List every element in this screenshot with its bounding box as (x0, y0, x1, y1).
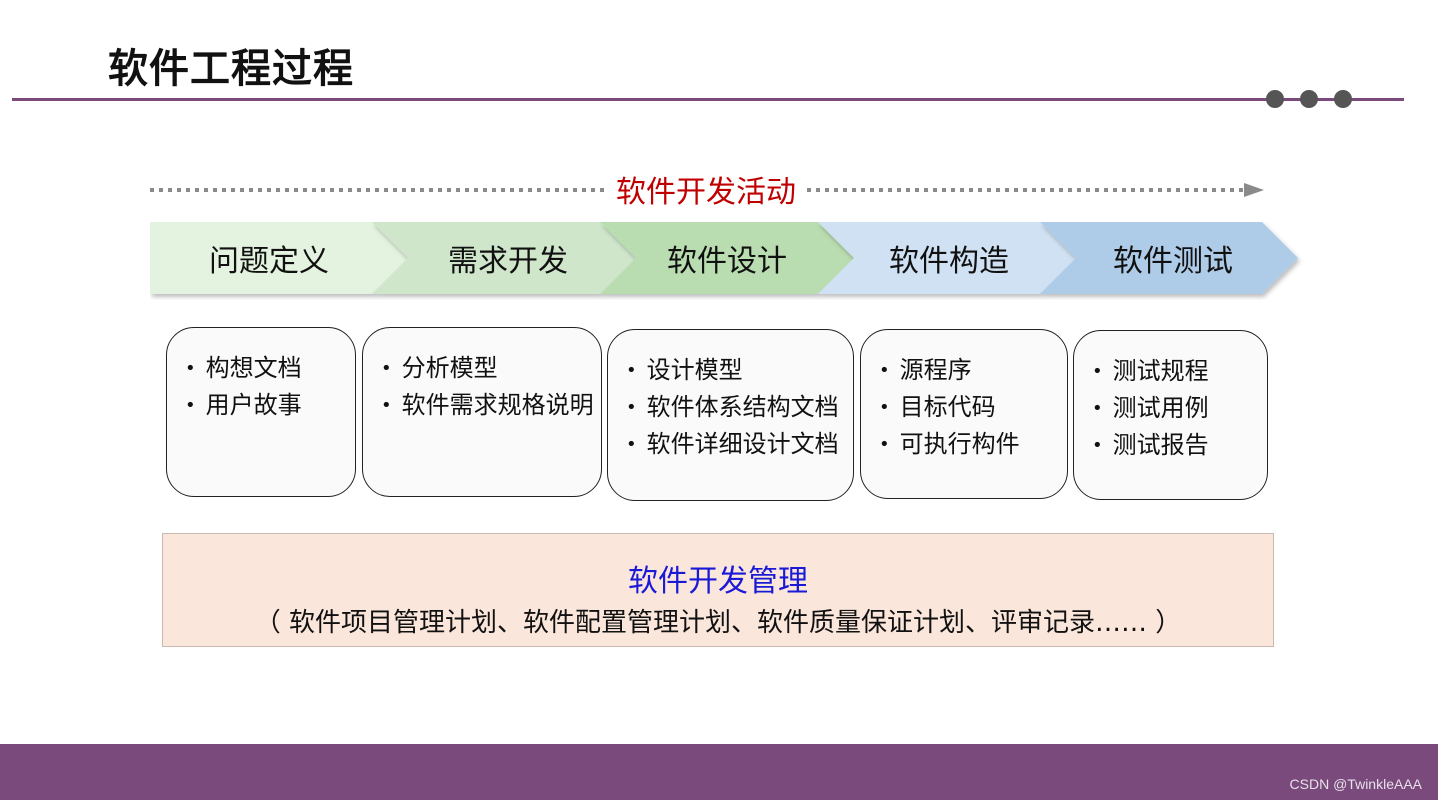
chevron-stage-requirements (372, 222, 636, 294)
artifact-item: 设计模型 (626, 352, 843, 389)
stage-label-construction: 软件构造 (889, 244, 1009, 279)
artifact-item: 软件需求规格说明 (381, 387, 594, 424)
page-title: 软件工程过程 (108, 46, 354, 92)
artifact-item: 测试报告 (1092, 427, 1257, 464)
artifact-item: 构想文档 (185, 350, 345, 387)
artifact-item: 软件详细设计文档 (626, 426, 843, 463)
management-subtitle: （ 软件项目管理计划、软件配置管理计划、软件质量保证计划、评审记录…… ） (254, 608, 1182, 638)
stage-label-requirements: 需求开发 (448, 244, 568, 279)
chevron-stage-testing (1040, 222, 1298, 294)
chevron-stage-problem (150, 222, 408, 294)
management-title: 软件开发管理 (628, 564, 808, 599)
activity-label: 软件开发活动 (608, 167, 804, 211)
artifact-item: 用户故事 (185, 387, 345, 424)
chevron-stage-construction (818, 222, 1076, 294)
dot-icon (1300, 90, 1318, 108)
dot-icon (1266, 90, 1284, 108)
decorative-dots (1266, 90, 1356, 110)
artifact-item: 软件体系结构文档 (626, 389, 843, 426)
stage-chevrons (150, 222, 1298, 294)
artifact-item: 目标代码 (879, 389, 1057, 426)
artifact-box-requirements: 分析模型 软件需求规格说明 (362, 327, 602, 497)
artifact-item: 分析模型 (381, 350, 591, 387)
chevron-stage-design (600, 222, 854, 294)
artifact-box-problem: 构想文档 用户故事 (166, 327, 356, 497)
stage-label-problem: 问题定义 (209, 244, 329, 279)
artifact-item: 源程序 (879, 352, 1057, 389)
artifact-item: 可执行构件 (879, 426, 1057, 463)
artifact-box-design: 设计模型 软件体系结构文档 软件详细设计文档 (607, 329, 854, 501)
title-divider (12, 98, 1404, 101)
artifact-box-construction: 源程序 目标代码 可执行构件 (860, 329, 1068, 499)
artifact-item: 测试规程 (1092, 353, 1257, 390)
artifact-box-testing: 测试规程 测试用例 测试报告 (1073, 330, 1268, 500)
footer-bar (0, 744, 1438, 800)
stage-label-testing: 软件测试 (1113, 244, 1233, 279)
watermark: CSDN @TwinkleAAA (1289, 776, 1422, 792)
dot-icon (1334, 90, 1352, 108)
artifact-item: 测试用例 (1092, 390, 1257, 427)
arrowhead-icon (1244, 183, 1264, 197)
stage-label-design: 软件设计 (667, 244, 787, 279)
management-panel: 软件开发管理 （ 软件项目管理计划、软件配置管理计划、软件质量保证计划、评审记录… (162, 533, 1274, 647)
